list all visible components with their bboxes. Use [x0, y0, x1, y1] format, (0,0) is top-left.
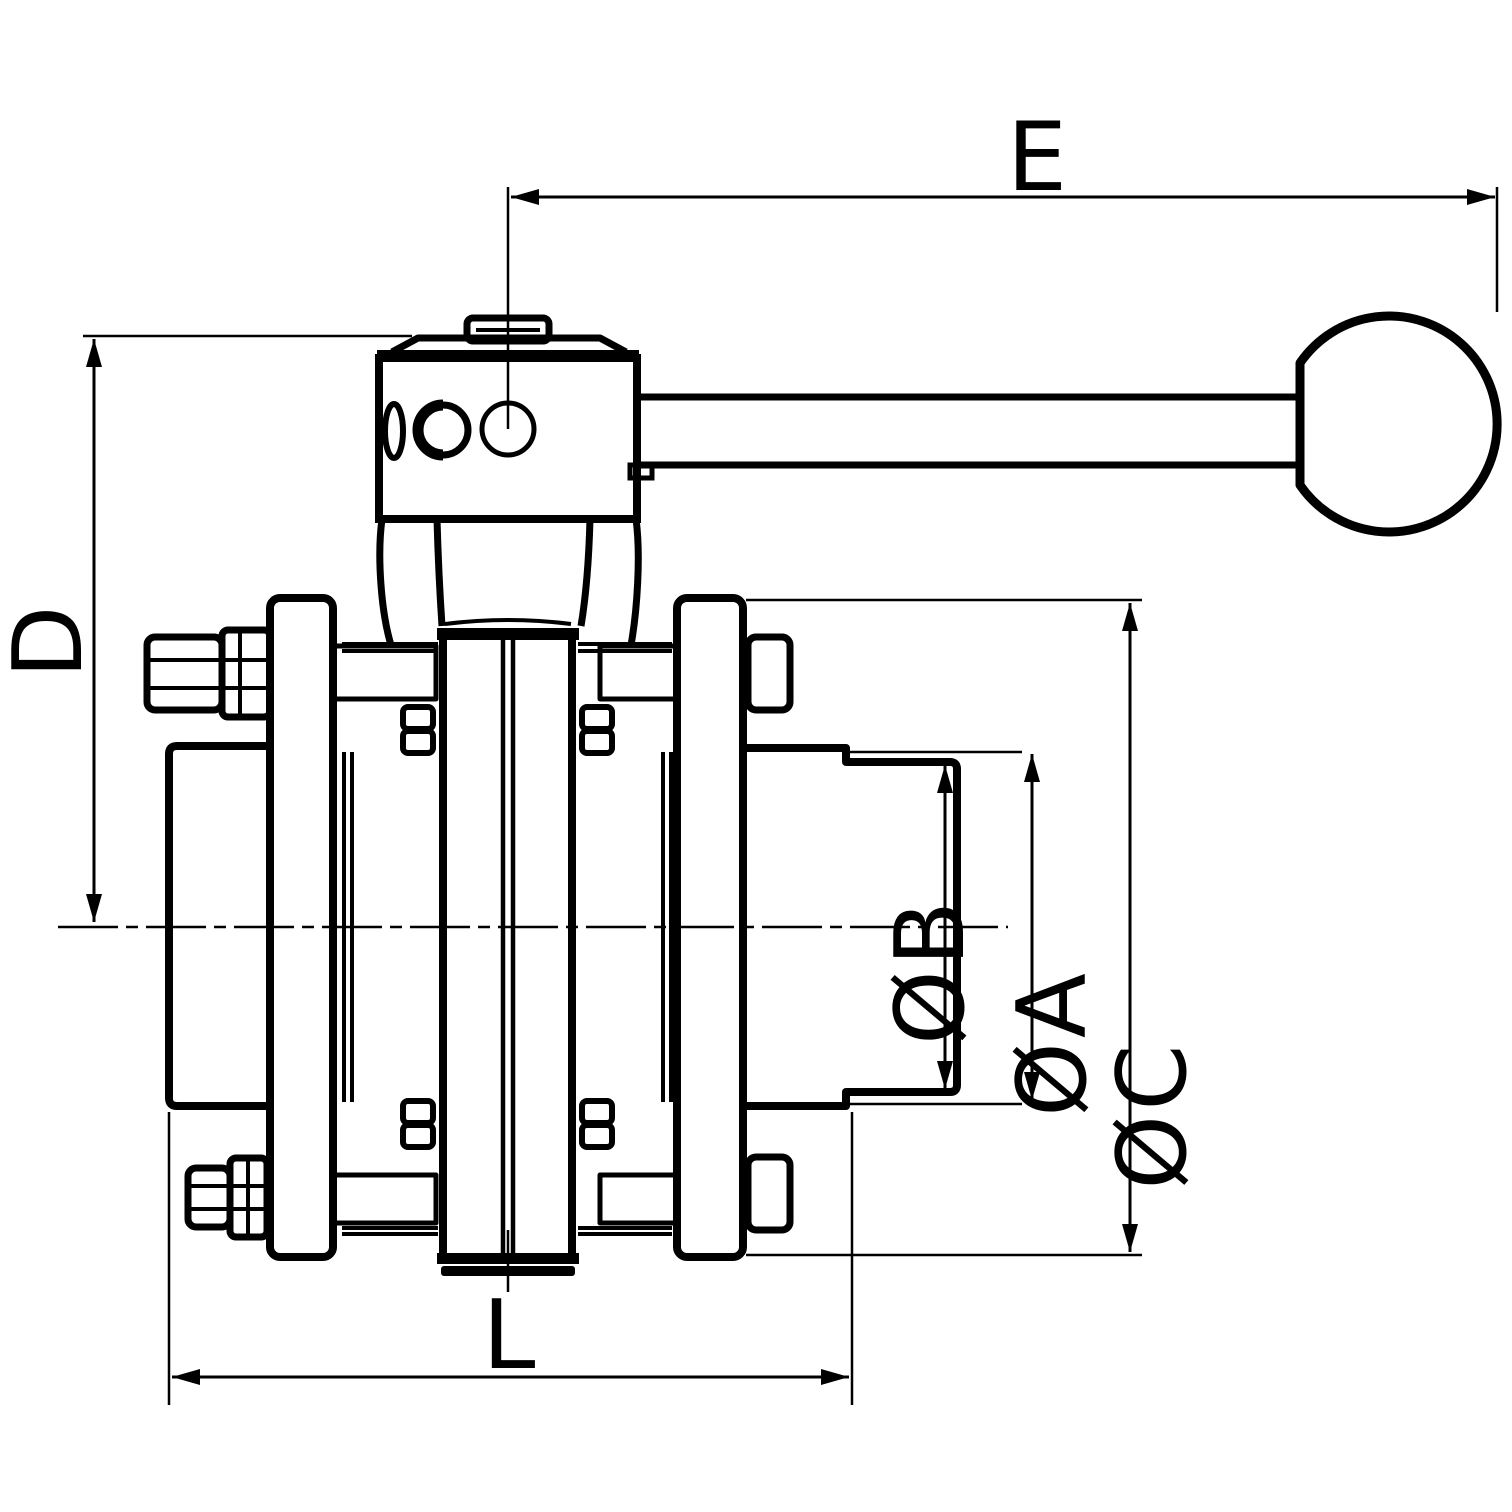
arrow-dia-a-top: [1024, 754, 1040, 782]
stem-top-tab: [463, 314, 553, 345]
right-pipe-outline: [743, 744, 961, 1110]
bolt-facets: [150, 630, 267, 717]
gasket: [400, 728, 436, 756]
disc-sides: [439, 640, 576, 1253]
flanges: [266, 594, 747, 1261]
gasket-seats: [400, 704, 615, 1150]
bolt-shaft: [597, 1172, 677, 1226]
bolt-bottom-left: [184, 1154, 439, 1241]
arrow-dia-a-bottom: [1024, 1072, 1040, 1100]
arrow-l-left: [172, 1369, 200, 1385]
label-dia-b: ØB: [876, 897, 986, 1045]
disc-bottom-cap: [437, 1253, 579, 1264]
hub-lines: [342, 752, 673, 1102]
left-pipe-stub: [165, 742, 270, 1110]
handle-lever: [627, 311, 1502, 537]
left-flange: [266, 594, 337, 1261]
arrow-d-bottom: [86, 894, 102, 922]
dimension-arrowheads: [86, 189, 1495, 1385]
bolt-nut: [744, 633, 794, 714]
body-rims: [342, 642, 673, 1236]
actuator-housing: [375, 314, 641, 523]
disc-top-cap: [437, 628, 579, 640]
bolt-bottom-right: [597, 1153, 794, 1234]
ball-grip: [1295, 311, 1502, 537]
arrow-dia-c-bottom: [1122, 1224, 1138, 1252]
housing-hole-slot: [382, 401, 406, 461]
label-dia-a: ØA: [998, 969, 1108, 1117]
right-pipe-stub: [743, 744, 961, 1110]
arrow-e-right: [1467, 189, 1495, 205]
stem-hole: [479, 400, 537, 458]
label-e: E: [1007, 103, 1071, 213]
gasket: [400, 1122, 436, 1150]
bell-outer-right: [627, 518, 642, 646]
stem-shaft-lines: [500, 640, 516, 1253]
bolt-collar: [218, 626, 274, 721]
disc-column: [437, 618, 579, 1276]
arrow-d-top: [86, 339, 102, 367]
arrow-e-left: [511, 189, 539, 205]
bell-outer-left: [376, 518, 395, 647]
bottom-rim-lines: [342, 1226, 672, 1236]
bolt-shaft: [333, 1172, 439, 1226]
label-dia-c: ØC: [1098, 1040, 1208, 1189]
bell-inner-right: [577, 518, 594, 627]
gasket: [579, 728, 615, 756]
arrow-dia-b-bottom: [937, 1061, 953, 1089]
housing-hole-crescent: [412, 399, 444, 461]
disc-bottom-plate: [441, 1266, 575, 1276]
disc-top-crown: [444, 618, 572, 626]
bolt-facets: [191, 1158, 264, 1237]
label-d: D: [0, 601, 104, 678]
bell-inner-left: [433, 518, 446, 627]
bolt-nut: [744, 1153, 794, 1234]
neck-bell: [376, 518, 642, 647]
right-flange: [673, 594, 747, 1261]
arrow-dia-c-top: [1122, 603, 1138, 631]
label-l: L: [483, 1281, 540, 1391]
left-pipe-outline: [165, 742, 270, 1110]
extension-lines: [83, 187, 1499, 1405]
dimension-labels: E D L ØB ØA ØC: [0, 103, 1208, 1391]
arrow-l-right: [821, 1369, 849, 1385]
housing-top-band: [377, 350, 639, 362]
gasket: [579, 1122, 615, 1150]
lever-latch-step: [627, 462, 655, 481]
arrow-dia-b-top: [937, 765, 953, 793]
dimension-lines: [92, 195, 1495, 1379]
